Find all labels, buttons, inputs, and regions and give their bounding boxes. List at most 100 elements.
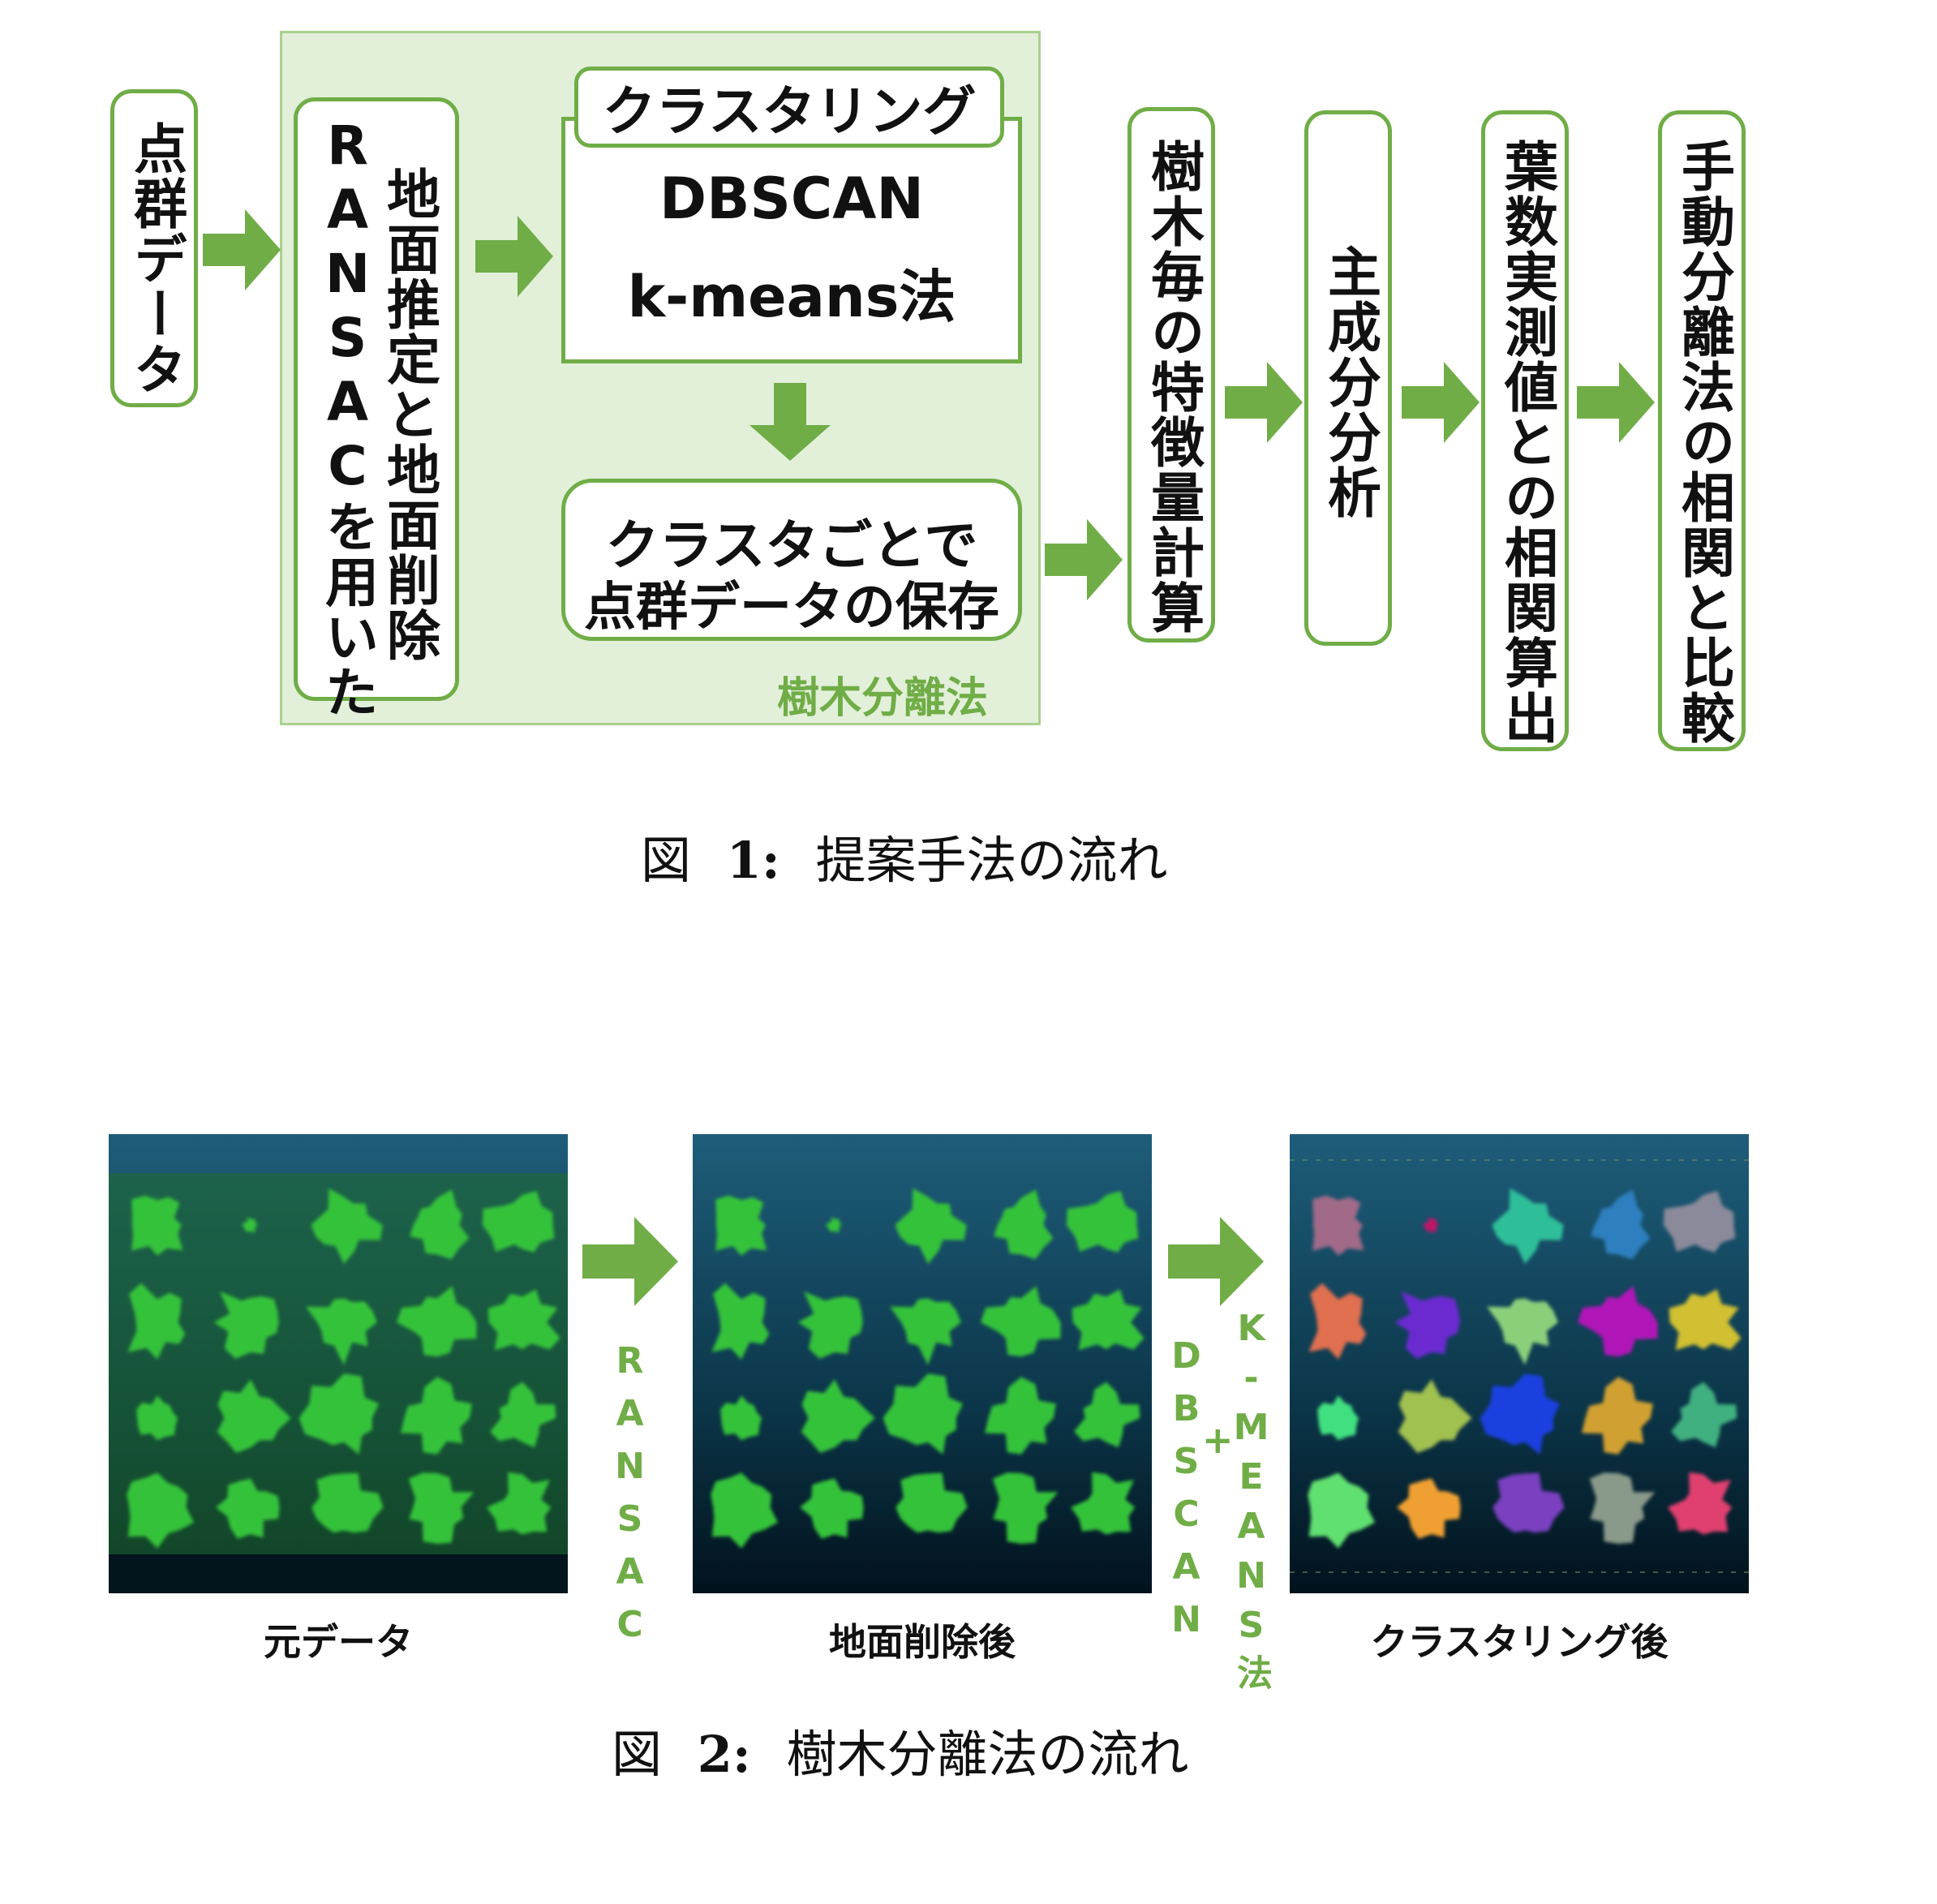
figure-2-caption-label: 図 <box>612 1725 663 1784</box>
plant-ground-removed <box>980 1286 1061 1357</box>
plant-ground-removed <box>895 1472 968 1533</box>
figure-2-arrow-2 <box>1168 1217 1264 1306</box>
plant-cluster <box>1663 1191 1736 1253</box>
step-ground-removal-box: 地面推定と地面削除 RANSACを用いた <box>294 97 459 720</box>
plant-cluster <box>1667 1472 1733 1535</box>
plant-cluster <box>1492 1188 1564 1265</box>
plant-cluster <box>1671 1382 1737 1448</box>
plant-cluster <box>1394 1291 1460 1359</box>
figure-2-caption-number: 2: <box>697 1725 751 1784</box>
arrow-2-label-dbscan: DBSCAN <box>1166 1335 1207 1652</box>
step-clustering-title-tab: クラスタリング <box>574 67 1004 148</box>
plant-cluster <box>1669 1289 1742 1351</box>
flow-arrow-3 <box>1045 519 1123 600</box>
plant-ground-removed <box>720 1395 762 1441</box>
flow-arrow-5 <box>1402 362 1480 443</box>
plant-ground-removed <box>992 1472 1059 1544</box>
step-save-clusters-line2: 点群データの保存 <box>584 578 999 638</box>
figure-1-caption: 図 1: 提案手法の流れ <box>641 819 1168 892</box>
plant-original <box>487 1289 560 1351</box>
flow-arrow-6 <box>1577 362 1655 443</box>
flow-arrow-2 <box>475 216 553 297</box>
plant-original <box>216 1478 280 1539</box>
step-clustering-box <box>561 117 1022 363</box>
panel-ground-removed-label: 地面削除後 <box>829 1620 1016 1664</box>
plant-ground-removed <box>985 1377 1056 1455</box>
plant-original <box>486 1472 552 1535</box>
plant-ground-removed <box>801 1379 875 1453</box>
step-correlation-label: 葉数実測値との相関算出 <box>1496 139 1558 746</box>
step-features-box: 樹木毎の特徴量計算 <box>1127 107 1215 643</box>
plant-ground-removed <box>825 1217 843 1233</box>
figure-1-caption-number: 1: <box>726 831 780 890</box>
step-point-cloud-box: 点群データ <box>110 89 198 407</box>
step-ground-removal-label-1: RANSACを用いた <box>316 114 379 720</box>
plant-original <box>213 1291 279 1359</box>
plant-original <box>217 1379 291 1453</box>
plant-ground-removed <box>715 1195 767 1256</box>
plant-ground-removed <box>1072 1289 1145 1351</box>
plant-ground-removed <box>895 1188 967 1265</box>
plant-ground-removed <box>711 1472 778 1549</box>
step-features-label: 樹木毎の特徴量計算 <box>1142 139 1205 635</box>
plant-ground-removed <box>711 1283 770 1360</box>
plant-original <box>311 1188 383 1265</box>
plant-cluster <box>1422 1217 1440 1233</box>
plant-original <box>127 1472 194 1549</box>
plant-ground-removed <box>890 1298 961 1365</box>
plant-original <box>401 1377 472 1455</box>
plant-original <box>298 1373 379 1455</box>
step-save-clusters-line1: クラスタごとで <box>605 514 978 577</box>
figure-2-caption-text: 樹木分離法の流れ <box>786 1725 1189 1784</box>
plant-cluster <box>1398 1379 1472 1453</box>
panel-original-data <box>109 1134 568 1593</box>
plant-cluster <box>1582 1377 1653 1455</box>
plant-cluster <box>1312 1195 1364 1256</box>
plant-ground-removed <box>800 1478 864 1539</box>
flow-arrow-4 <box>1225 362 1303 443</box>
step-compare-box: 手動分離法の相関と比較 <box>1658 110 1746 751</box>
plant-ground-removed <box>1074 1382 1140 1448</box>
plant-ground-removed <box>994 1189 1054 1260</box>
plant-cluster <box>1397 1478 1461 1539</box>
plant-original <box>408 1472 475 1544</box>
arrow-2-label-plus: + <box>1202 1418 1234 1462</box>
figure-1-caption-label: 図 <box>641 831 692 890</box>
flow-arrow-1 <box>203 209 281 290</box>
arrow-2-label-kmeans: K-MEANS法 <box>1230 1308 1272 1698</box>
plant-original <box>136 1395 178 1441</box>
step-correlation-box: 葉数実測値との相関算出 <box>1481 110 1569 751</box>
plant-original <box>311 1472 384 1533</box>
plant-original <box>410 1189 470 1260</box>
arrow-1-label-ransac: RANSAC <box>609 1340 651 1657</box>
plant-original <box>131 1195 183 1256</box>
panel-ground-removed <box>693 1134 1152 1593</box>
step-pca-label: 主成分分析 <box>1319 244 1381 520</box>
plant-ground-removed <box>1070 1472 1136 1535</box>
plant-cluster <box>1577 1286 1658 1357</box>
plant-original <box>241 1217 259 1233</box>
plant-cluster <box>1492 1472 1565 1533</box>
figure-2-caption: 図 2: 樹木分離法の流れ <box>612 1713 1189 1786</box>
plant-cluster <box>1589 1472 1656 1544</box>
step-point-cloud-label: 点群データ <box>125 121 187 397</box>
step-compare-label: 手動分離法の相関と比較 <box>1673 139 1735 746</box>
plant-cluster <box>1308 1283 1367 1360</box>
clustering-method-kmeans: k-means法 <box>627 264 956 330</box>
plant-original <box>490 1382 556 1448</box>
step-pca-box: 主成分分析 <box>1304 110 1392 646</box>
panel-original-label: 元データ <box>264 1620 413 1664</box>
plant-ground-removed <box>1066 1191 1139 1253</box>
flow-arrow-down <box>749 383 831 461</box>
plant-ground-removed <box>883 1373 963 1455</box>
plant-ground-removed <box>797 1291 863 1359</box>
step-save-clusters-box: クラスタごとで 点群データの保存 <box>561 479 1022 641</box>
plant-cluster <box>1487 1298 1558 1365</box>
plant-original <box>396 1286 477 1357</box>
step-clustering-title: クラスタリング <box>602 80 977 143</box>
step-ground-removal-label-2: 地面推定と地面削除 <box>378 166 440 663</box>
plant-original <box>127 1283 186 1360</box>
figure-2-arrow-1 <box>582 1217 678 1306</box>
plant-original <box>306 1298 377 1365</box>
plant-cluster <box>1591 1189 1651 1260</box>
